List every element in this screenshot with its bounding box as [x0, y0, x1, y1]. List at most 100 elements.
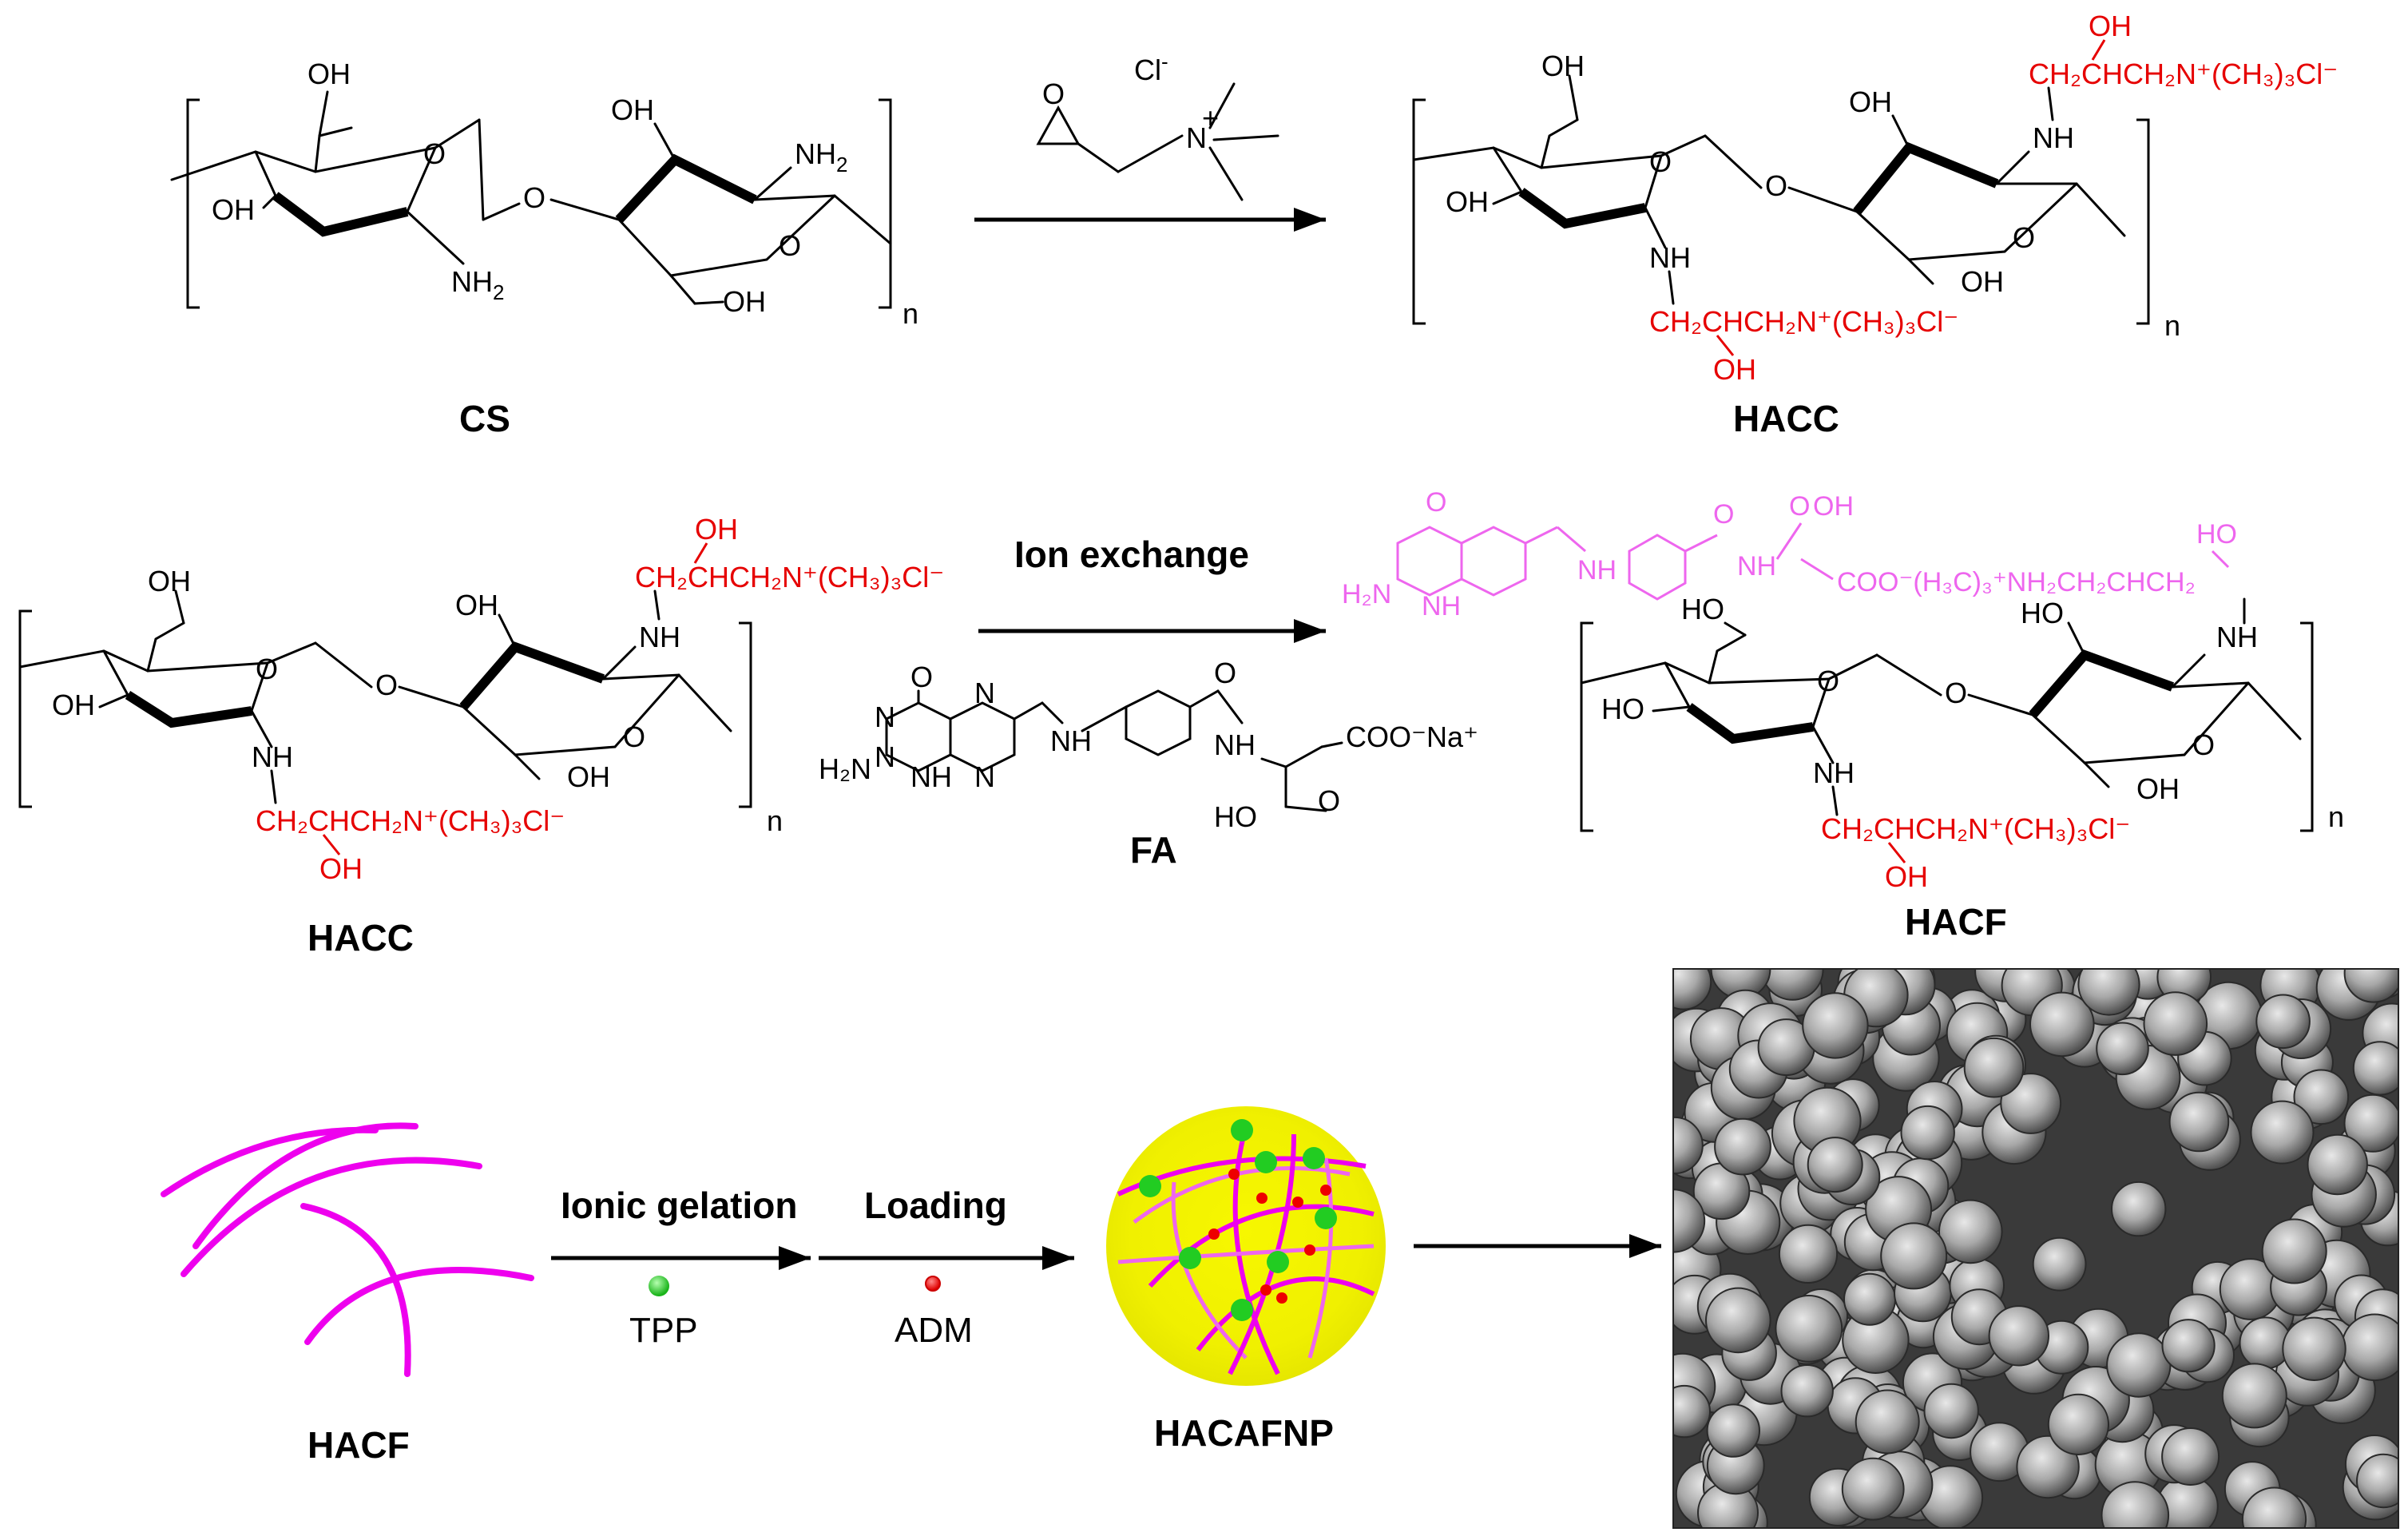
svg-text:NH: NH	[1737, 551, 1776, 581]
label-fa: FA	[1130, 829, 1177, 871]
svg-text:NH: NH	[252, 740, 293, 773]
oh-label: OH	[307, 58, 351, 90]
hacc-structure-top: n O OH OH NH CH₂CHCH₂N⁺(CH₃)₃Cl⁻ OH O O …	[1412, 10, 2338, 386]
svg-text:OH: OH	[1813, 491, 1854, 522]
tpp-icon	[649, 1276, 669, 1296]
sem-particle	[2250, 1100, 2315, 1165]
sem-particle	[2168, 1091, 2230, 1153]
sem-particle	[1963, 1037, 2025, 1098]
svg-text:O: O	[1817, 665, 1839, 697]
label-adm: ADM	[895, 1311, 973, 1350]
svg-text:O: O	[910, 661, 933, 693]
svg-text:OH: OH	[1541, 50, 1585, 82]
ring-o: O	[423, 137, 446, 170]
svg-text:NH: NH	[1422, 591, 1461, 621]
adm-icon	[925, 1276, 941, 1292]
svg-text:CH₂CHCH₂N⁺(CH₃)₃Cl⁻: CH₂CHCH₂N⁺(CH₃)₃Cl⁻	[635, 561, 944, 593]
chloride: Cl-	[1134, 50, 1168, 86]
svg-text:O: O	[2013, 221, 2035, 254]
sem-particle	[2016, 1435, 2080, 1499]
sem-particle	[2161, 1319, 2216, 1373]
sem-particle	[2111, 1181, 2167, 1237]
ring-o: O	[779, 229, 801, 262]
svg-text:O: O	[1426, 487, 1446, 518]
oh-label: OH	[611, 93, 654, 126]
svg-text:N: N	[875, 701, 895, 733]
svg-text:NH: NH	[639, 621, 680, 653]
svg-text:NH: NH	[2216, 621, 2258, 653]
sem-particle	[2101, 1481, 2170, 1528]
svg-text:CH₂CHCH₂N⁺(CH₃)₃Cl⁻: CH₂CHCH₂N⁺(CH₃)₃Cl⁻	[1821, 812, 2130, 845]
svg-text:NH: NH	[1214, 728, 1256, 761]
sem-particle	[2077, 969, 2140, 1016]
svg-text:NH: NH	[1649, 241, 1691, 274]
sem-particle	[2307, 1133, 2368, 1196]
n-atom: N	[1186, 121, 1207, 154]
sem-particle	[1843, 1272, 1896, 1326]
sem-particle	[2221, 1363, 2287, 1429]
svg-text:OH: OH	[148, 565, 191, 597]
label-hacc-top: HACC	[1733, 398, 1839, 439]
svg-text:H₂N: H₂N	[1342, 579, 1391, 609]
svg-text:+: +	[1202, 101, 1219, 134]
sem-particle	[1673, 1384, 1711, 1439]
svg-text:HO: HO	[2196, 519, 2237, 550]
repeat-n: n	[903, 297, 918, 330]
svg-text:N: N	[974, 677, 995, 709]
svg-text:OH: OH	[1446, 185, 1489, 218]
sem-particle	[1988, 1305, 2050, 1367]
hacc-structure-mid: n O OH OH NH CH₂CHCH₂N⁺(CH₃)₃Cl⁻ OH O O …	[18, 513, 944, 885]
svg-text:HO: HO	[1214, 800, 1257, 833]
oh-label: OH	[723, 285, 766, 318]
sem-particle	[1841, 1457, 1905, 1521]
fa-pink-chain: COO⁻(H₃C)₃⁺NH₂CH₂CHCH₂	[1837, 567, 2196, 597]
glycosidic-o: O	[523, 181, 545, 214]
oh-label: OH	[212, 193, 255, 226]
sem-particle	[1780, 1364, 1834, 1418]
svg-text:OH: OH	[1849, 85, 1892, 118]
label-ionic-gelation: Ionic gelation	[561, 1185, 797, 1226]
svg-text:OH: OH	[2136, 772, 2180, 805]
svg-text:O: O	[1765, 169, 1787, 202]
svg-text:OH: OH	[1961, 265, 2004, 298]
svg-text:O: O	[1945, 677, 1967, 709]
sem-particle	[2261, 1218, 2327, 1284]
sem-particle	[2255, 994, 2311, 1050]
label-hacc-mid: HACC	[307, 917, 414, 959]
svg-text:O: O	[1214, 657, 1236, 689]
chitosan-structure: n O OH OH NH2 O O OH NH2 OH	[170, 58, 918, 330]
sem-particle	[1673, 1116, 1704, 1175]
svg-text:H₂N: H₂N	[819, 752, 871, 785]
hacafnp-nanoparticle	[1106, 1106, 1386, 1386]
sem-particle	[2343, 1093, 2398, 1153]
hacf-structure: O H₂N NH NH O NH O OH COO⁻(H₃C)₃⁺NH₂CH₂C…	[1342, 487, 2344, 893]
sem-particle	[2047, 1393, 2109, 1456]
sem-particle	[2096, 1022, 2149, 1076]
svg-text:N: N	[875, 740, 895, 773]
sem-particle	[2352, 1041, 2398, 1096]
sem-particle	[2241, 1486, 2307, 1528]
label-hacf-bottom: HACF	[307, 1424, 410, 1466]
sem-micrograph	[1672, 968, 2399, 1529]
label-cs: CS	[459, 398, 510, 439]
sem-particle	[1802, 992, 1869, 1059]
gtmac-reagent: O N + Cl-	[1036, 50, 1279, 201]
svg-text:HO: HO	[1601, 693, 1644, 725]
svg-text:O: O	[623, 720, 645, 753]
sem-particle	[1673, 969, 1712, 1010]
sem-particle	[1778, 1224, 1839, 1284]
svg-text:O: O	[375, 669, 398, 701]
svg-text:OH: OH	[695, 513, 738, 546]
nh2-label: NH2	[451, 265, 504, 304]
sem-particle	[2161, 1427, 2220, 1486]
sem-particle	[2000, 1073, 2062, 1134]
svg-text:NH: NH	[1577, 555, 1617, 585]
sem-particle	[2293, 1069, 2350, 1125]
svg-text:HO: HO	[1681, 593, 1724, 625]
label-hacf-mid: HACF	[1905, 901, 2007, 943]
sem-particle	[1807, 1137, 1863, 1193]
svg-text:n: n	[2164, 309, 2180, 342]
epoxide-o: O	[1042, 77, 1065, 110]
sem-particle	[1714, 1117, 1771, 1176]
sem-particle	[1900, 1105, 1955, 1161]
